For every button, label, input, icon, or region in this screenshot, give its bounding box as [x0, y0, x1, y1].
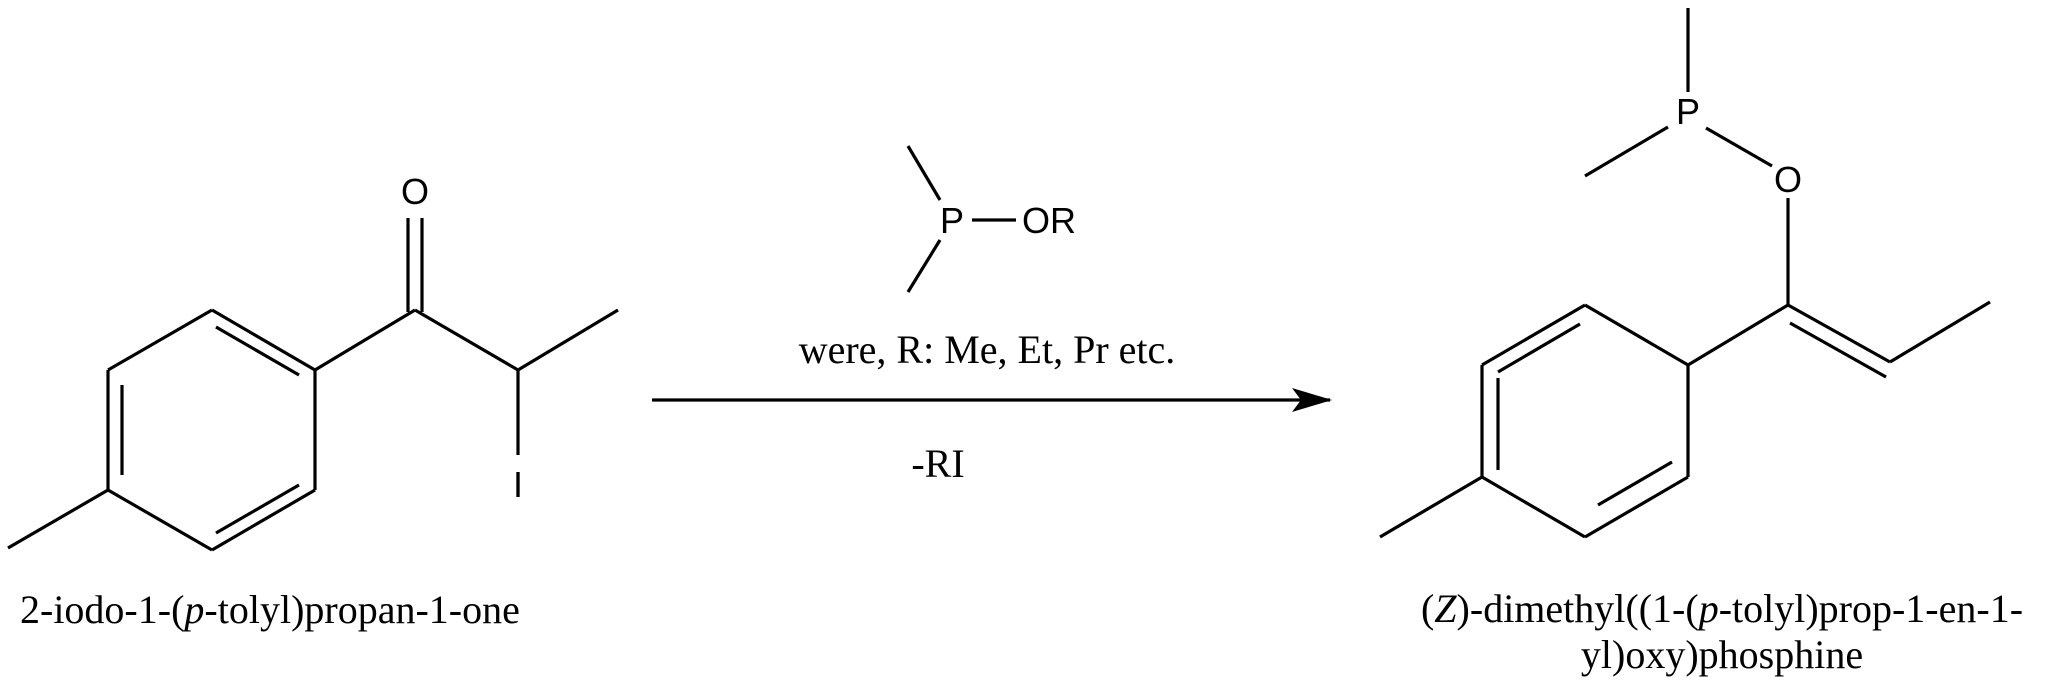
reactant-terminal-methyl-bond [517, 308, 619, 372]
product-benzene-ring [1480, 303, 1690, 539]
product-methyl-bond [1379, 475, 1483, 539]
product-aryl-vinyl-bond [1687, 303, 1789, 367]
product-phosphorus-atom: P [1676, 91, 1700, 132]
product-name-z: Z [1434, 586, 1457, 631]
product-o-p-bond [1705, 126, 1773, 168]
product-name-p: p [1696, 586, 1719, 631]
reactant-name-post: -tolyl)propan-1-one [204, 587, 519, 632]
product-oxygen-atom: O [1774, 159, 1802, 200]
reactant-name-italic: p [181, 587, 204, 632]
reactant-methyl-bond [7, 488, 109, 550]
reactant-alpha-bond [414, 308, 519, 372]
product-alkene-bond [1787, 303, 1891, 364]
reagent-phosphorus-atom: P [940, 200, 964, 241]
product-name-open: ( [1421, 586, 1434, 631]
reagent-methyl-bond-upper [906, 145, 942, 201]
product-name-line2: yl)oxy)phosphine [1581, 632, 1863, 677]
product-terminal-methyl-bond [1889, 300, 1991, 364]
reactant-structure: O I [7, 171, 619, 552]
reagent-note: were, R: Me, Et, Pr etc. [799, 327, 1176, 372]
product-name-line1: (Z)-dimethyl((1-(p-tolyl)prop-1-en-1- [1421, 586, 2023, 631]
reactant-oxygen-atom: O [401, 171, 429, 212]
product-p-methyl-left [1584, 125, 1669, 178]
product-structure: P O [1379, 8, 1991, 539]
product-name-mid: )-dimethyl((1-( [1457, 586, 1699, 631]
product-alkene-bond-2 [1789, 321, 1887, 379]
byproduct-label: -RI [911, 441, 964, 486]
reagent-methyl-bond-lower [906, 239, 942, 293]
reactant-iodine-atom: I [513, 464, 523, 505]
product-name-post: -tolyl)prop-1-en-1- [1719, 586, 2023, 631]
reactant-name-pre: 2-iodo-1-( [20, 587, 184, 632]
reactant-benzene-ring [106, 308, 317, 552]
reagent-alkoxy-group: OR [1022, 200, 1076, 241]
reactant-name: 2-iodo-1-(p-tolyl)propan-1-one [20, 587, 520, 632]
reactant-aryl-carbonyl-bond [314, 308, 416, 372]
reagent-structure: P OR [906, 145, 1076, 293]
